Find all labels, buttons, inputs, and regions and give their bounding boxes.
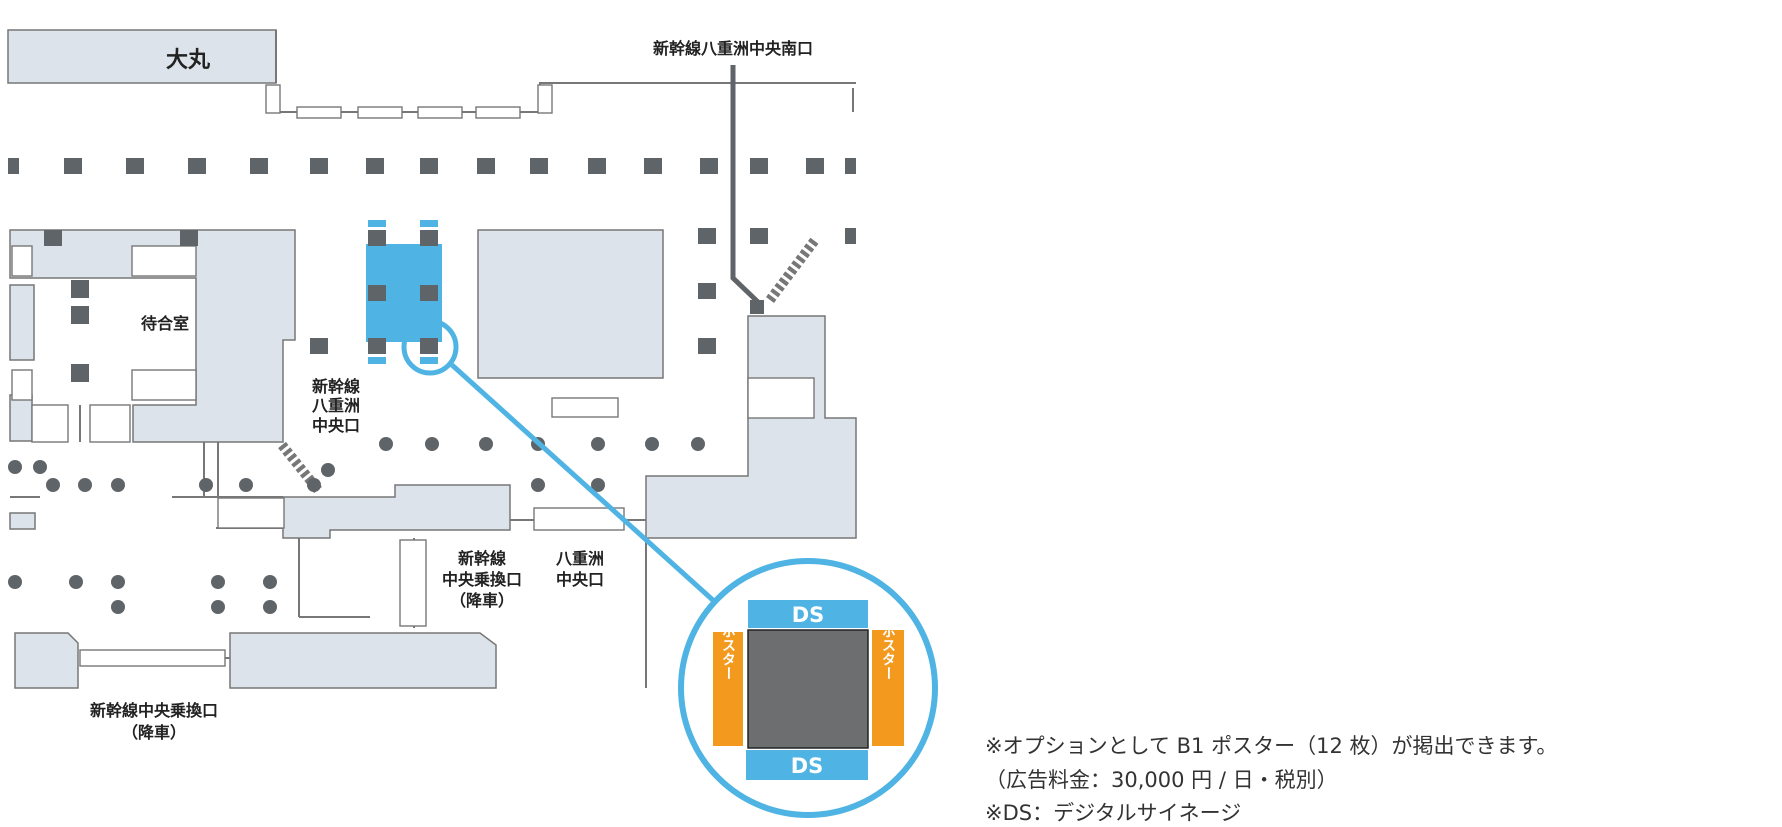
east-block <box>645 315 857 539</box>
note-line-1: ※オプションとして B1 ポスター（12 枚）が掲出できます。 <box>985 734 1558 758</box>
yaesu-exit-label-2: 中央口 <box>556 570 604 589</box>
stair-marks <box>11 84 815 667</box>
waiting-room-block <box>9 229 296 443</box>
waiting-room-label: 待合室 <box>141 314 189 333</box>
yaesu-central-label-1: 新幹線 <box>312 377 360 396</box>
poster-left-panel <box>713 632 743 746</box>
poster-right-label: B1ポスター <box>880 604 896 680</box>
ds-bottom-label: DS <box>791 754 824 778</box>
poster-right-panel <box>872 630 904 746</box>
gate-block <box>282 484 511 539</box>
daimaru-block <box>7 29 277 84</box>
transfer-label-3: （降車） <box>450 591 514 610</box>
bottom-transfer-label-1: 新幹線中央乗換口 <box>90 701 218 720</box>
poster-left-label: B1ポスター <box>720 604 736 680</box>
ds-top-label: DS <box>792 603 825 627</box>
note-line-2: （広告料金：30,000 円 / 日・税別） <box>985 768 1338 792</box>
callout-small-circle <box>401 318 459 376</box>
bottom-transfer-label-2: （降車） <box>122 723 186 742</box>
building-blocks <box>7 29 857 689</box>
south-exit-path <box>730 65 760 304</box>
yaesu-exit-label-1: 八重洲 <box>555 549 604 568</box>
yaesu-central-label-3: 中央口 <box>312 416 360 435</box>
center-block <box>477 229 664 379</box>
transfer-label-2: 中央乗換口 <box>442 570 522 589</box>
note-line-3: ※DS：デジタルサイネージ <box>985 801 1242 825</box>
ds-top-panel <box>748 600 868 628</box>
ds-bottom-panel <box>746 750 868 780</box>
yaesu-south-exit-label: 新幹線八重洲中央南口 <box>653 39 813 58</box>
transfer-label-1: 新幹線 <box>458 549 506 568</box>
callout-leader-line <box>450 363 717 604</box>
square-pillars <box>8 158 856 382</box>
column-body <box>747 629 869 749</box>
escalators <box>278 237 819 494</box>
yaesu-central-label-2: 八重洲 <box>311 396 360 415</box>
daimaru-label: 大丸 <box>166 48 211 73</box>
